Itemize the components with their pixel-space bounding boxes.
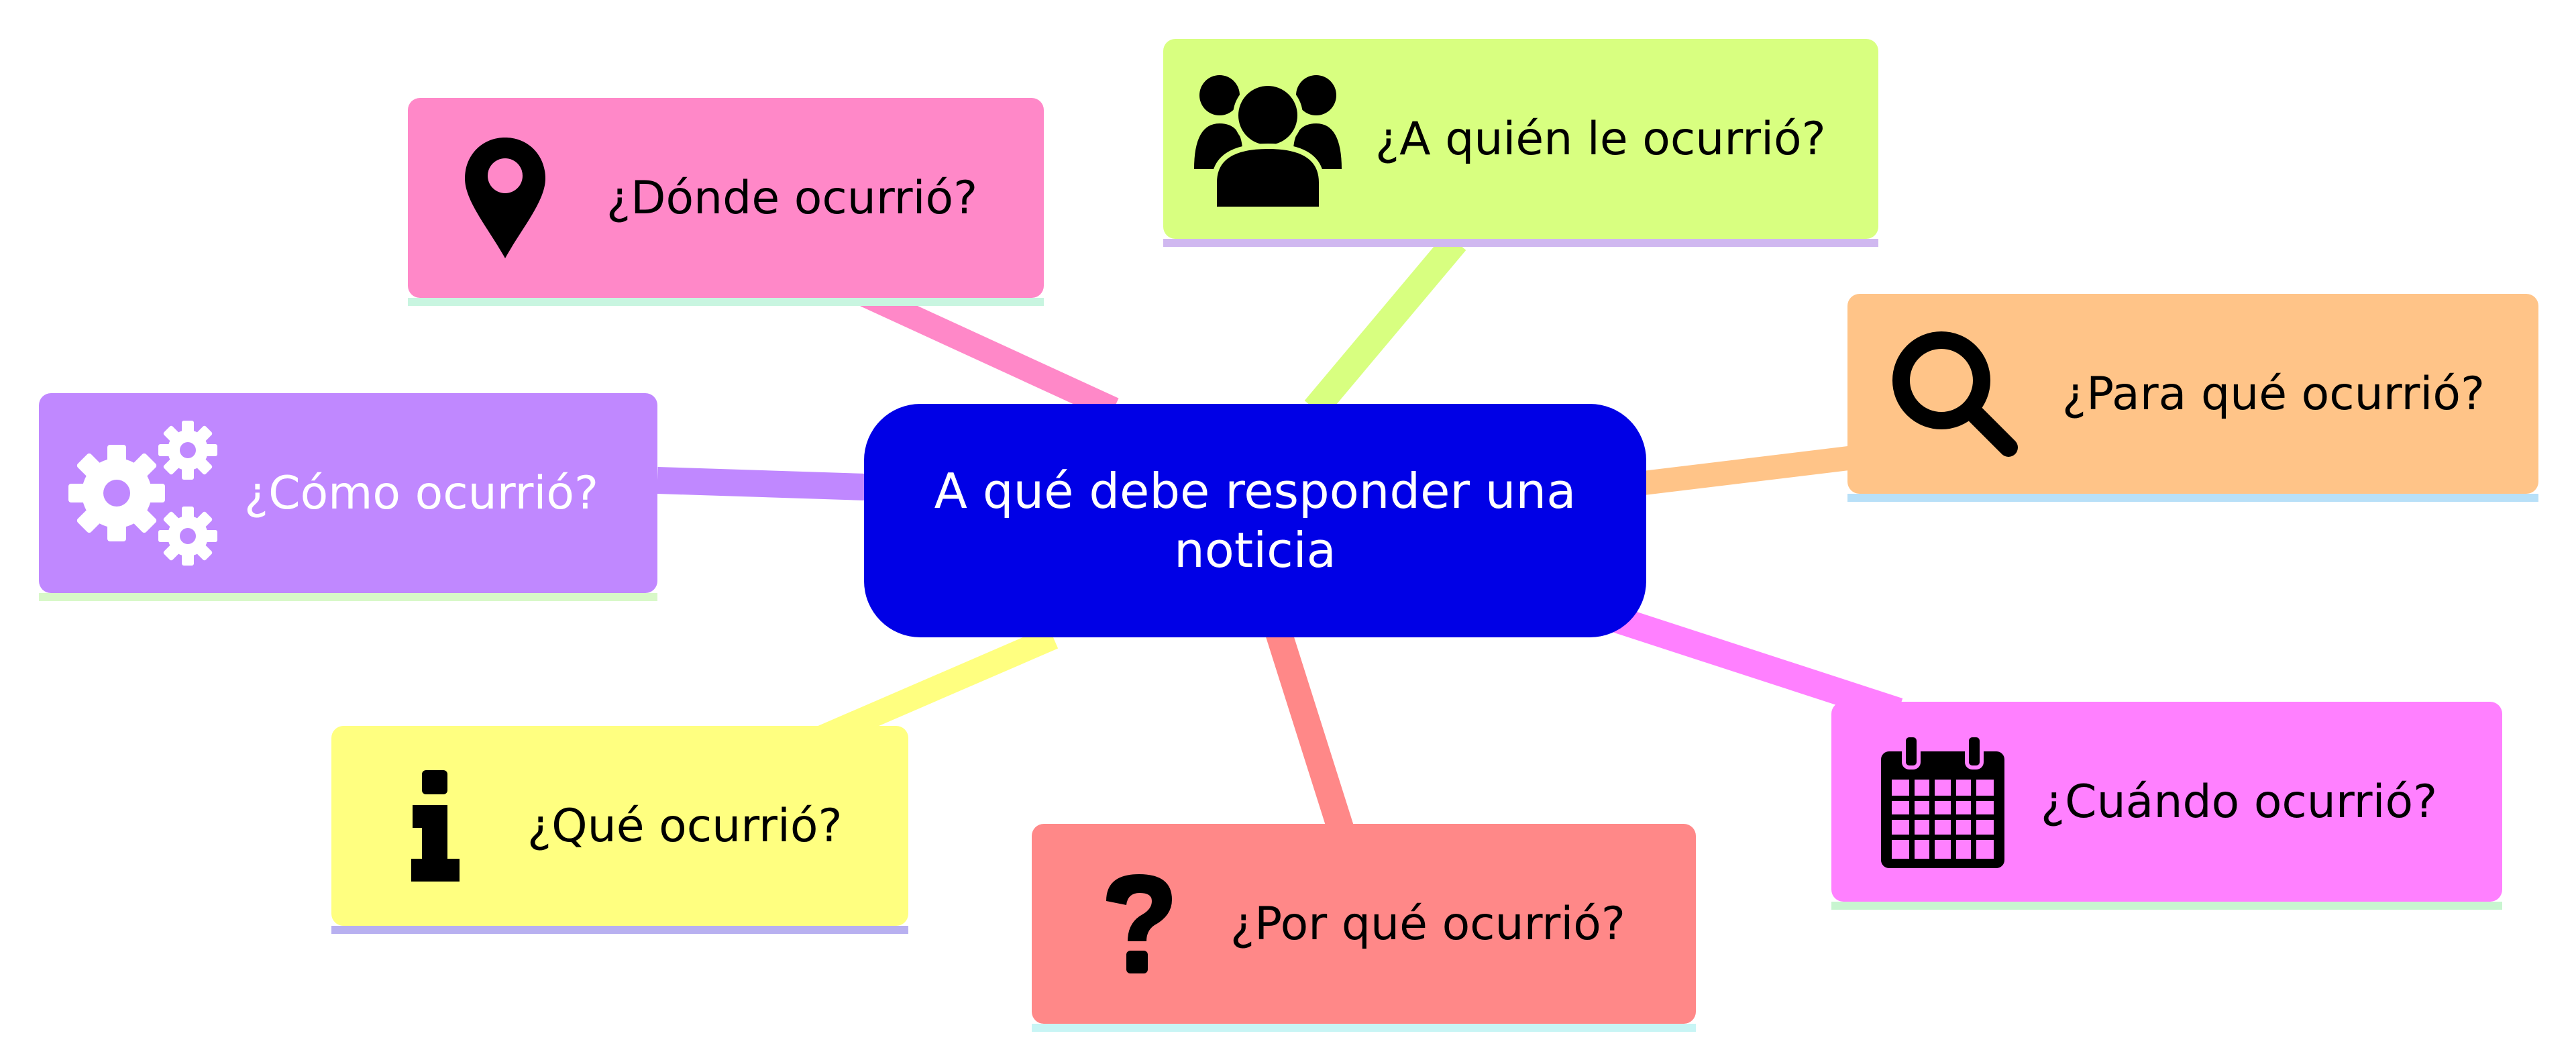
edge-para-que	[1642, 444, 1867, 495]
central-topic: A qué debe responder una noticia	[864, 404, 1646, 637]
node-que: ¿Qué ocurrió?	[331, 726, 908, 926]
edge-donde	[860, 284, 1119, 421]
node-como: ¿Cómo ocurrió?	[39, 393, 657, 593]
node-label: ¿Cuándo ocurrió?	[2041, 775, 2438, 829]
node-label: ¿Qué ocurrió?	[527, 799, 843, 853]
edge-cuando	[1605, 604, 1903, 725]
calendar-icon	[1876, 731, 2010, 872]
underline-para-que	[1847, 494, 2538, 502]
edge-por-que	[1265, 626, 1355, 837]
info-icon	[405, 769, 466, 883]
node-label: ¿A quién le ocurrió?	[1375, 112, 1826, 166]
underline-como	[39, 593, 657, 601]
underline-que	[331, 926, 908, 934]
node-cuando: ¿Cuándo ocurrió?	[1831, 702, 2502, 902]
underline-quien	[1163, 239, 1878, 247]
node-donde: ¿Dónde ocurrió?	[408, 98, 1044, 298]
question-icon	[1099, 870, 1179, 977]
underline-cuando	[1831, 902, 2502, 910]
underline-por-que	[1032, 1024, 1696, 1032]
node-quien: ¿A quién le ocurrió?	[1163, 39, 1878, 239]
underline-donde	[408, 298, 1044, 306]
node-para-que: ¿Para qué ocurrió?	[1847, 294, 2538, 494]
gears-icon	[68, 419, 220, 567]
node-label: ¿Por qué ocurrió?	[1230, 897, 1625, 951]
node-label: ¿Para qué ocurrió?	[2062, 367, 2485, 421]
central-topic-label: A qué debe responder una noticia	[934, 463, 1576, 578]
node-por-que: ¿Por qué ocurrió?	[1032, 824, 1696, 1024]
node-label: ¿Cómo ocurrió?	[244, 466, 599, 520]
edge-como	[657, 467, 866, 500]
users-icon	[1194, 65, 1342, 213]
node-label: ¿Dónde ocurrió?	[606, 171, 978, 225]
edge-quien	[1304, 233, 1466, 418]
map-pin-icon	[462, 131, 549, 265]
search-icon	[1888, 327, 2022, 461]
